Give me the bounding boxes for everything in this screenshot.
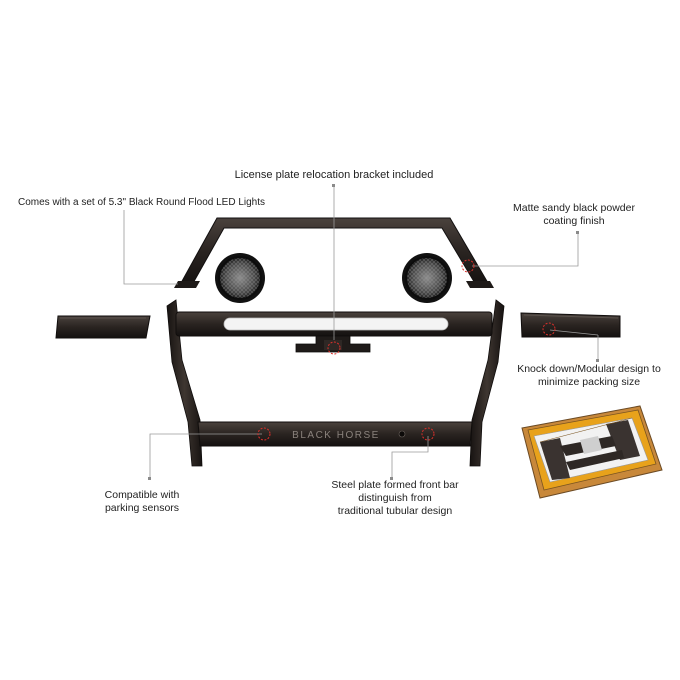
marker-coating — [461, 259, 475, 273]
brand-embossing: BLACK HORSE — [292, 430, 380, 441]
label-license-plate: License plate relocation bracket include… — [234, 169, 434, 181]
wing-left — [55, 315, 151, 339]
callout-lines — [123, 185, 599, 478]
label-modular-line1: Knock down/Modular design to — [517, 363, 661, 375]
license-plate-bracket — [295, 335, 371, 353]
label-steel-plate-line1: Steel plate formed front bar — [331, 479, 459, 491]
label-powder-coating: Matte sandy black powder coating finish — [500, 202, 648, 228]
marker-modular — [542, 322, 556, 336]
label-parking: Compatible with parking sensors — [92, 489, 192, 515]
label-steel-plate: Steel plate formed front bar distinguish… — [312, 479, 478, 518]
marker-license — [327, 341, 341, 355]
label-powder-coating-line2: coating finish — [543, 215, 605, 227]
marker-parking — [257, 427, 271, 441]
label-steel-plate-line2: distinguish from — [358, 492, 432, 504]
label-parking-line2: parking sensors — [104, 502, 180, 514]
label-parking-line1: Compatible with — [104, 489, 180, 501]
led-light-left — [215, 253, 265, 303]
led-light-right — [402, 253, 452, 303]
parking-sensor-hole — [398, 430, 406, 438]
label-modular-line2: minimize packing size — [537, 376, 641, 388]
wing-right — [520, 312, 621, 338]
label-led-lights: Comes with a set of 5.3" Black Round Flo… — [18, 197, 266, 208]
packaging-box — [521, 405, 663, 499]
callout-markers — [257, 259, 556, 441]
marker-steel — [421, 427, 435, 441]
label-modular: Knock down/Modular design to minimize pa… — [502, 363, 676, 389]
label-steel-plate-line3: traditional tubular design — [337, 505, 453, 517]
callout-dots — [148, 184, 599, 480]
top-hoop — [174, 217, 494, 288]
label-powder-coating-line1: Matte sandy black powder — [513, 202, 635, 214]
